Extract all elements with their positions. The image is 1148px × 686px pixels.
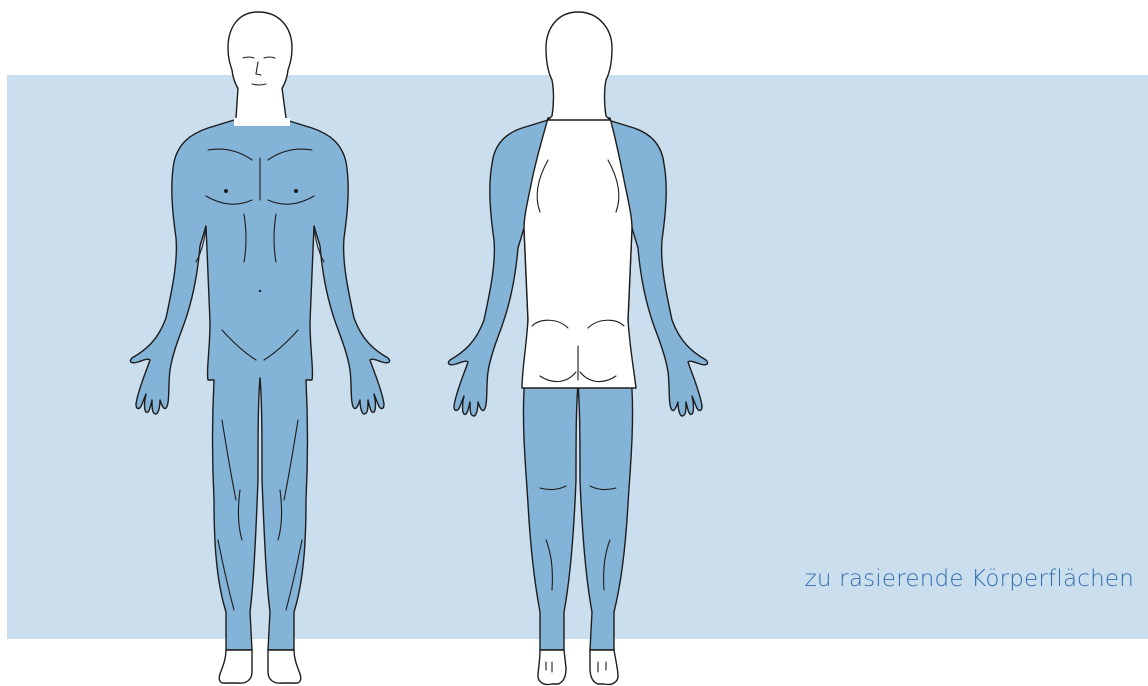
back-torso [522,118,636,388]
front-left-nipple [224,189,228,193]
back-figure [448,12,707,685]
front-neck-band [234,118,290,126]
back-right-foot [590,650,618,685]
front-right-foot [268,650,301,683]
front-navel [259,290,261,292]
front-figure [130,12,389,683]
back-head [546,12,612,120]
front-left-foot [219,650,252,683]
caption-shave-areas: zu rasierende Körperflächen [805,566,1134,592]
front-right-nipple [294,189,298,193]
